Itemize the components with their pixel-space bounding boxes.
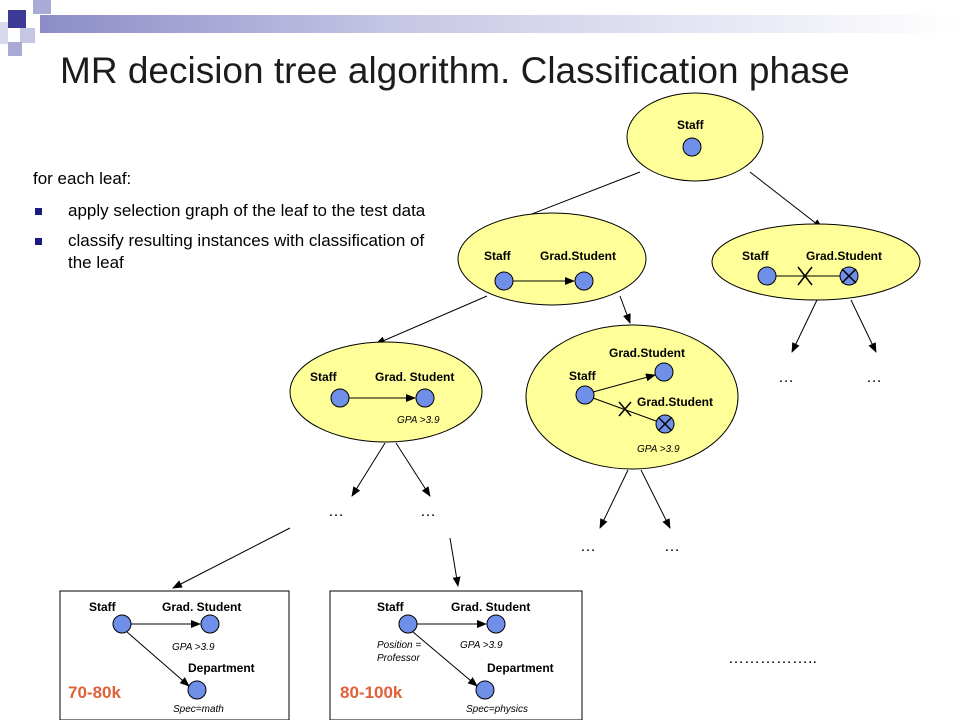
node-label: Department [487, 661, 554, 675]
tree-edge [395, 442, 431, 497]
deco-square [0, 22, 8, 44]
ellipsis-marker: … [580, 538, 596, 555]
bullet-square-icon [35, 208, 42, 215]
leaf-box-2: Staff Grad. Student Position = Professor… [329, 590, 583, 720]
deco-square [20, 28, 35, 43]
node-label: Grad.Student [609, 346, 685, 360]
node-label: Staff [569, 369, 597, 383]
node-label: Grad.Student [540, 249, 616, 263]
header-gradient-bar [40, 15, 960, 33]
node-label: Staff [677, 118, 705, 132]
condition-label: GPA >3.9 [637, 444, 680, 455]
grad-circle-icon [654, 362, 674, 382]
tree-node-l3b: Grad.Student Staff Grad.Student GPA >3.9 [525, 324, 739, 470]
classification-range: 80-100k [340, 683, 403, 702]
tree-edge [599, 469, 629, 529]
condition-label: GPA >3.9 [172, 642, 215, 653]
tree-node-root: Staff [626, 92, 764, 182]
tree-edge [351, 442, 386, 497]
bullet-item: classify resulting instances with classi… [33, 230, 443, 274]
bullet-square-icon [35, 238, 42, 245]
tree-edge [640, 469, 671, 529]
tree-edge [375, 295, 488, 345]
condition-label: Spec=math [173, 704, 224, 715]
cross-icon [618, 401, 632, 417]
tree-edge [749, 171, 823, 229]
tree-node-left: Staff Grad.Student [457, 212, 647, 306]
cross-icon [658, 417, 672, 431]
staff-circle-icon [398, 614, 418, 634]
cross-icon [841, 268, 857, 284]
bullet-text: apply selection graph of the leaf to the… [68, 201, 426, 220]
grad-circle-icon [415, 388, 435, 408]
node-label: Staff [742, 249, 770, 263]
staff-circle-icon [112, 614, 132, 634]
node-label: Staff [484, 249, 512, 263]
node-label: Staff [89, 600, 117, 614]
bullet-list: for each leaf: apply selection graph of … [33, 168, 443, 282]
tree-edge [619, 295, 631, 324]
bullet-item: apply selection graph of the leaf to the… [33, 200, 443, 222]
grad-circle-icon [200, 614, 220, 634]
tree-node-right: Staff Grad.Student [711, 223, 921, 301]
tree-edge [172, 527, 291, 589]
staff-circle-icon [494, 271, 514, 291]
condition-label: Professor [377, 653, 420, 664]
condition-label: GPA >3.9 [460, 640, 503, 651]
more-leaves-dots: …………….. [728, 650, 817, 667]
node-label: Grad. Student [162, 600, 241, 614]
cross-icon [797, 266, 813, 286]
node-label: Department [188, 661, 255, 675]
bullet-text: classify resulting instances with classi… [68, 231, 425, 272]
node-label: Grad.Student [806, 249, 882, 263]
node-label: Staff [377, 600, 405, 614]
tree-node-l3a: Staff Grad. Student GPA >3.9 [289, 341, 483, 443]
condition-label: Position = [377, 640, 421, 651]
node-label: Grad. Student [451, 600, 530, 614]
deco-square [8, 10, 26, 28]
tree-edge [791, 299, 818, 353]
ellipsis-marker: … [664, 538, 680, 555]
staff-circle-icon [330, 388, 350, 408]
leaf-box-1: Staff Grad. Student GPA >3.9 Department … [59, 590, 290, 720]
condition-label: Spec=physics [466, 704, 528, 715]
ellipsis-marker: … [866, 369, 882, 386]
dept-circle-icon [475, 680, 495, 700]
deco-square [33, 0, 51, 14]
bullet-intro: for each leaf: [33, 169, 132, 188]
tree-edge [850, 299, 877, 353]
condition-label: GPA >3.9 [397, 415, 440, 426]
slide-title: MR decision tree algorithm. Classificati… [60, 50, 850, 91]
deco-square [8, 42, 22, 56]
ellipsis-marker: … [328, 503, 344, 520]
tree-edge [449, 537, 461, 587]
dept-circle-icon [187, 680, 207, 700]
edge-arrow [592, 373, 656, 393]
node-label: Grad. Student [375, 370, 454, 384]
grad-circle-icon [486, 614, 506, 634]
edge-arrow [412, 631, 478, 687]
ellipsis-marker: … [420, 503, 436, 520]
edge-arrow [126, 631, 190, 687]
grad-circle-icon [574, 271, 594, 291]
classification-range: 70-80k [68, 683, 121, 702]
node-label: Staff [310, 370, 338, 384]
staff-circle-icon [757, 266, 777, 286]
ellipsis-marker: … [778, 369, 794, 386]
staff-circle-icon [682, 137, 702, 157]
staff-circle-icon [575, 385, 595, 405]
node-label: Grad.Student [637, 395, 713, 409]
